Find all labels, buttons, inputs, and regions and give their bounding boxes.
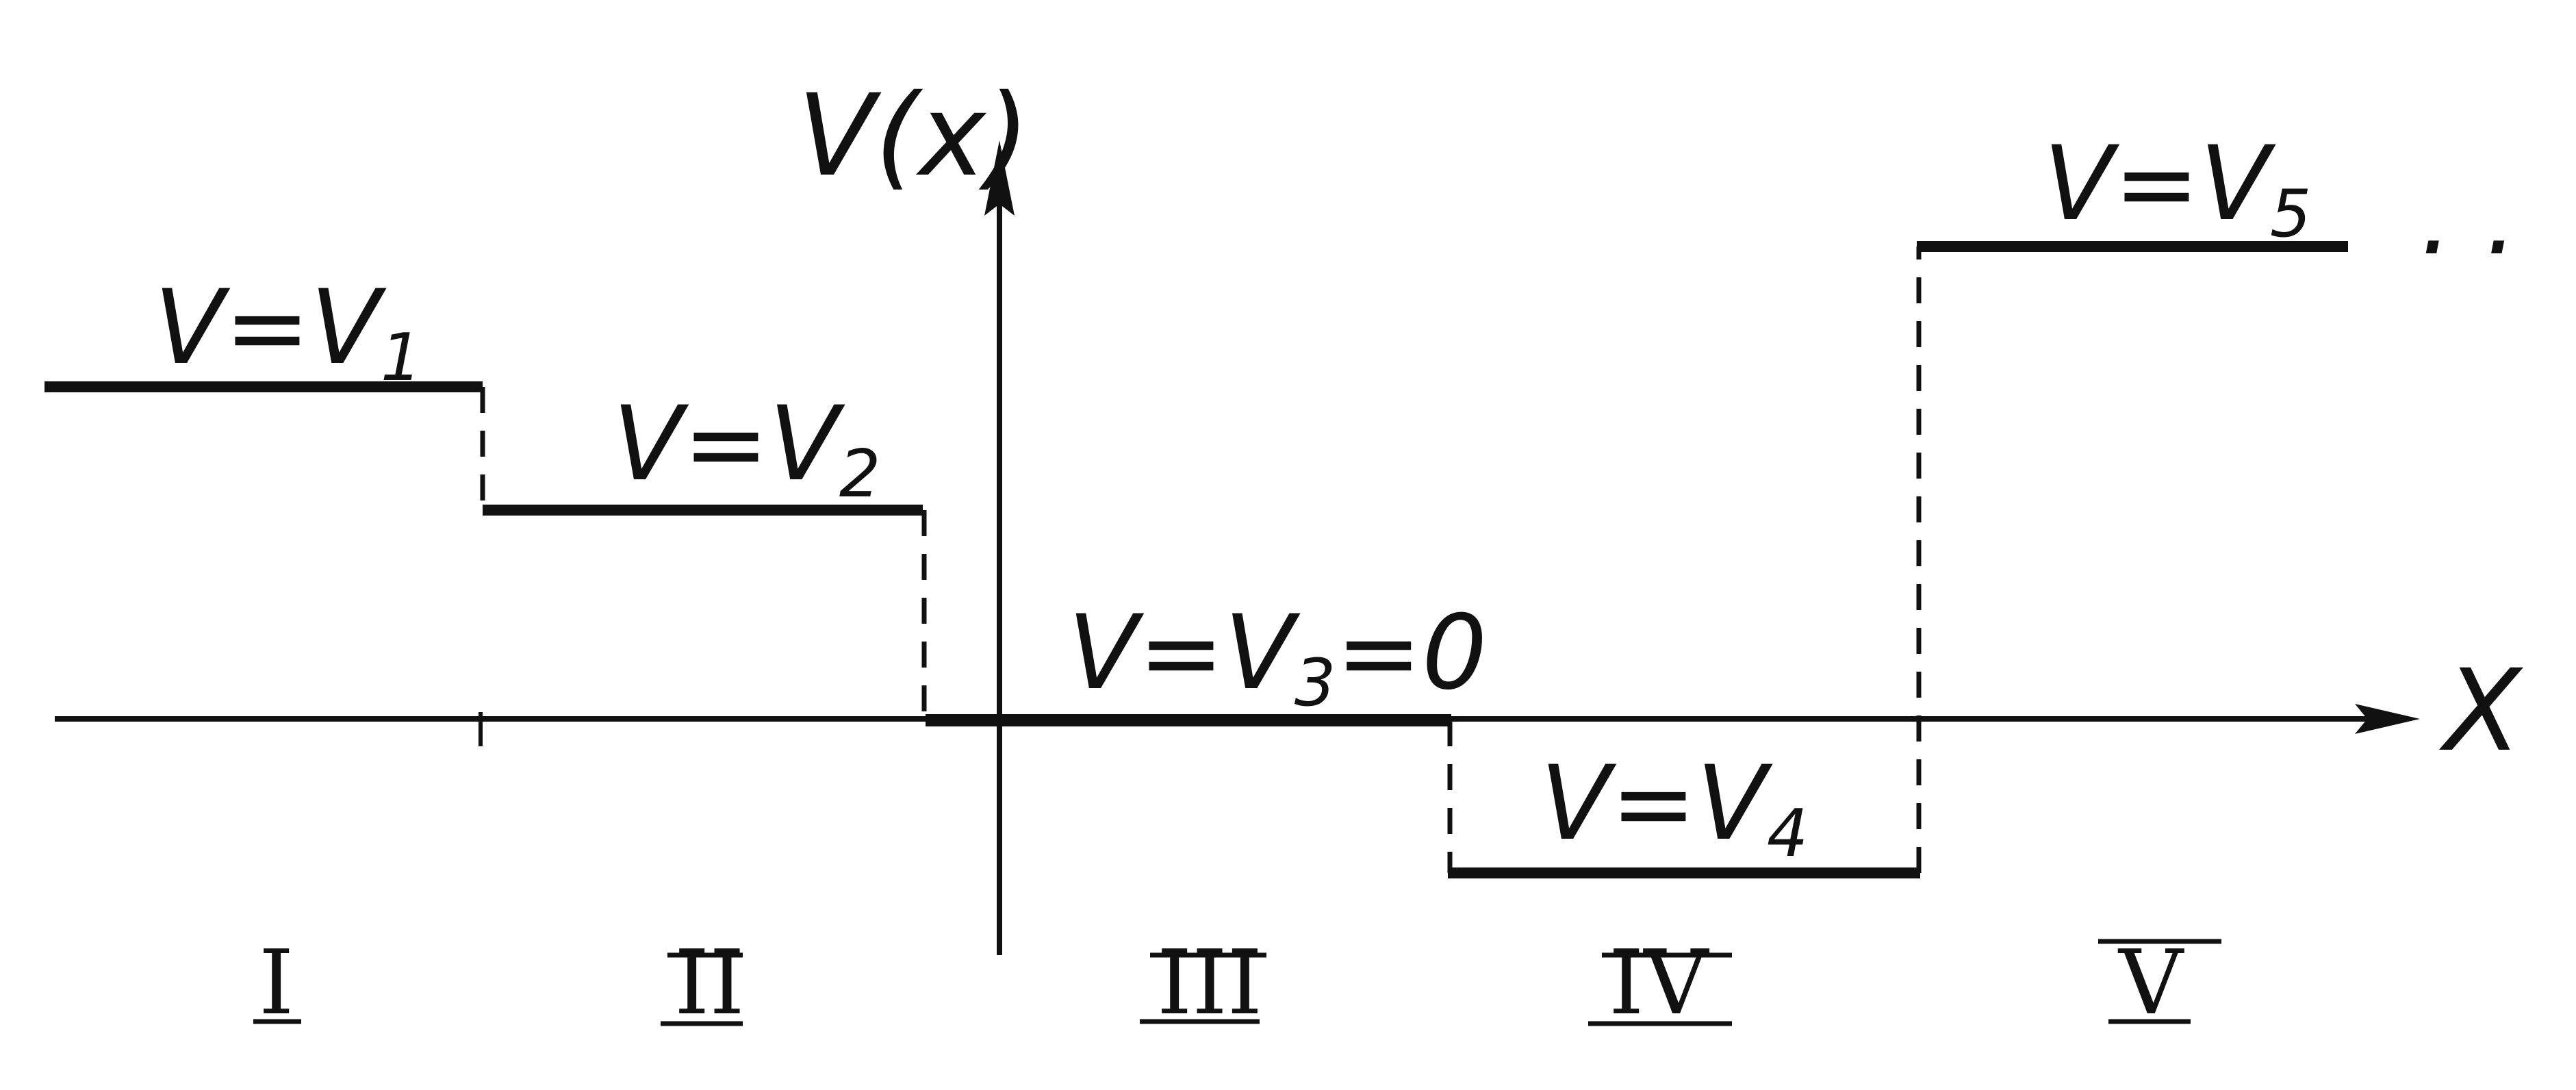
axes — [55, 140, 2420, 955]
continuation-dots: . . — [2420, 159, 2518, 278]
numeral-region-V: V — [2117, 930, 2184, 1035]
region-numerals: I II III IV V — [253, 930, 2221, 1035]
level-labels: V=V1 V=V2 V=V3=0 V=V4 V=V5 — [154, 125, 2311, 872]
potential-levels — [44, 241, 2348, 878]
numeral-region-III: III — [1157, 930, 1262, 1035]
label-region-I: V=V1 — [154, 268, 422, 396]
label-region-II: V=V2 — [613, 385, 880, 512]
y-axis-label: V(x) — [798, 70, 1030, 201]
step-boundaries — [480, 246, 1922, 873]
label-region-III: V=V3=0 — [1068, 594, 1488, 721]
x-axis-arrowhead — [2355, 704, 2420, 734]
y-axis-arrowhead — [984, 140, 1015, 216]
label-region-IV: V=V4 — [1540, 744, 1808, 872]
numeral-region-I: I — [259, 930, 294, 1035]
numeral-region-IV: IV — [1609, 930, 1709, 1035]
numeral-region-II: II — [674, 930, 745, 1035]
label-region-V: V=V5 — [2043, 125, 2311, 252]
x-axis-label: X — [2438, 645, 2524, 776]
